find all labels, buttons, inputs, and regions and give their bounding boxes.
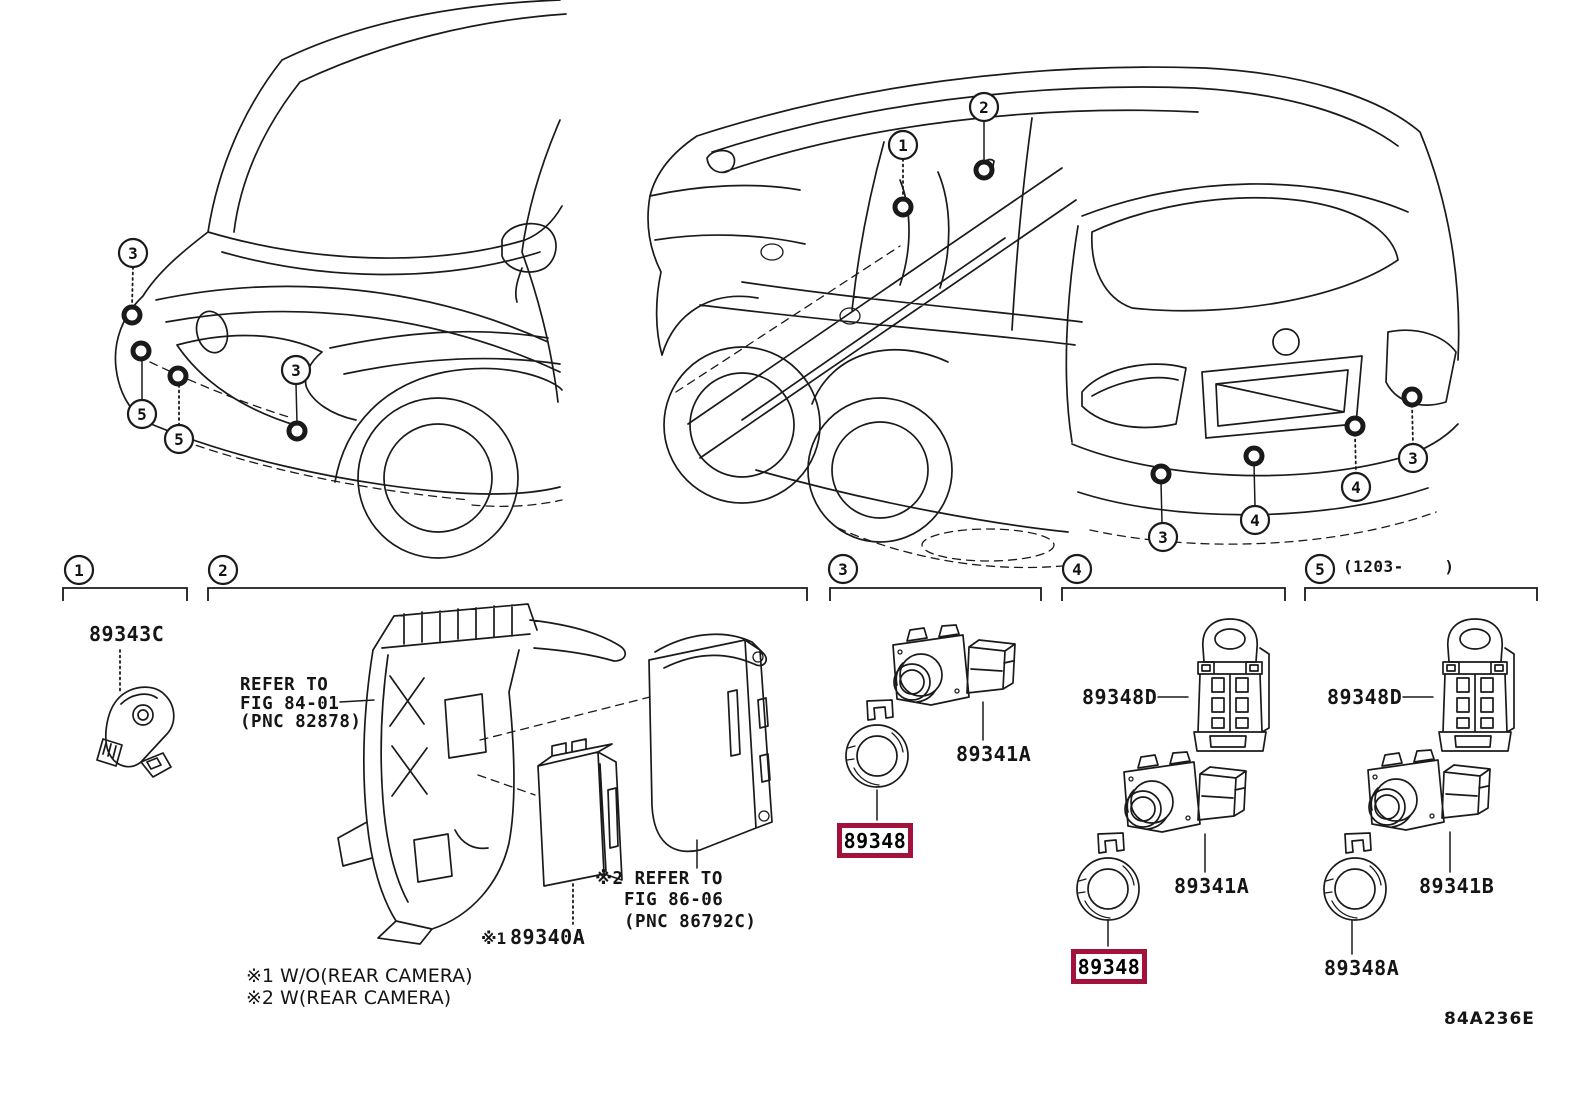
sensor-location-dot	[286, 420, 308, 442]
callout-number: 3	[1158, 528, 1168, 547]
part-number-89348D-corner: 89348D	[1327, 685, 1403, 709]
retainer-ring-drawing	[845, 699, 1387, 921]
sensor-89343c-drawing	[96, 686, 175, 778]
section-1-number: 1	[74, 561, 84, 580]
refer-note-fig86-line3: (PNC 86792C)	[624, 912, 757, 932]
section-3-number: 3	[838, 560, 848, 579]
callout-number: 3	[291, 361, 301, 380]
footnote-without-rear-camera: ※1 W/O(REAR CAMERA)	[246, 965, 473, 987]
callout-number: 1	[898, 136, 908, 155]
callout-circle	[968, 91, 1000, 123]
part-number-89348-rear: 89348	[1077, 954, 1141, 979]
section-header-circles	[63, 553, 1336, 586]
sonar-ecu-drawing	[537, 738, 623, 887]
callout-leader-line	[131, 266, 134, 307]
refer-note-fig86-line1: ※2 REFER TO	[595, 869, 723, 889]
section-5-number: 5	[1315, 560, 1325, 579]
rear-car-drawing	[647, 66, 1460, 569]
callout-circle	[163, 423, 195, 455]
section-4-number: 4	[1072, 560, 1082, 579]
junction-block-drawing	[337, 603, 627, 945]
highlighted-part-89348-rear[interactable]: 89348	[1071, 949, 1147, 984]
sensor-location-dot	[1344, 415, 1366, 437]
section-5-date-range: (1203- )	[1343, 557, 1455, 576]
part-number-89341A-rear: 89341A	[1174, 874, 1250, 898]
part-number-89341A-front: 89341A	[956, 742, 1032, 766]
callout-number: 5	[137, 405, 147, 424]
refer-note-fig84-line1: REFER TO	[240, 675, 329, 695]
figure-code: 84A236E	[1444, 1009, 1535, 1029]
part-number-89343C: 89343C	[89, 622, 165, 646]
section-range-brackets	[62, 587, 1538, 601]
callout-leader-line	[1160, 481, 1163, 524]
callout-circle	[1239, 504, 1271, 536]
sensor-location-dot	[1243, 445, 1265, 467]
rear-car-callouts	[887, 91, 1429, 553]
callout-number: 5	[174, 430, 184, 449]
callout-leader-line	[1253, 463, 1256, 507]
sensor-location-dot	[130, 340, 152, 362]
sensor-location-dot	[121, 304, 143, 326]
callout-leader-line	[295, 383, 298, 424]
part-number-89341B: 89341B	[1419, 874, 1495, 898]
part-number-89340A-prefix: ※1	[481, 929, 507, 948]
camera-ecu-drawing	[648, 633, 773, 853]
callout-leader-line	[1354, 433, 1357, 474]
highlighted-part-89348-front[interactable]: 89348	[837, 823, 913, 858]
sensor-location-dot	[167, 365, 189, 387]
sensor-location-dot	[973, 159, 995, 181]
callout-number: 4	[1351, 478, 1361, 497]
sensor-location-dot	[1150, 463, 1172, 485]
refer-note-fig86-line2: FIG 86-06	[624, 890, 724, 910]
callout-number: 4	[1250, 511, 1260, 530]
callout-circle	[887, 129, 919, 161]
sensor-location-dot	[1401, 386, 1423, 408]
callout-circle	[1397, 442, 1429, 474]
footnote-with-rear-camera: ※2 W(REAR CAMERA)	[246, 987, 452, 1009]
callout-number: 3	[128, 244, 138, 263]
front-car-drawing	[114, 0, 567, 559]
label-leader-lines	[119, 649, 1451, 955]
callout-circle	[1340, 471, 1372, 503]
callout-circle	[126, 398, 158, 430]
callout-circle	[280, 354, 312, 386]
callout-number: 2	[979, 98, 989, 117]
refer-note-fig84-line3: (PNC 82878)	[240, 712, 362, 732]
callout-circle	[117, 237, 149, 269]
part-number-89340A: 89340A	[510, 925, 586, 949]
callout-number: 3	[1408, 449, 1418, 468]
callout-circle	[1147, 521, 1179, 553]
callout-leader-line	[1411, 404, 1414, 445]
assembly-dashed-lines	[477, 696, 651, 796]
front-car-callouts	[117, 237, 312, 455]
section-2-number: 2	[218, 561, 228, 580]
part-number-89348-front: 89348	[843, 828, 907, 853]
part-number-89348A: 89348A	[1324, 956, 1400, 980]
refer-note-fig84-line2: FIG 84-01	[240, 694, 340, 714]
part-number-89348D-rear: 89348D	[1082, 685, 1158, 709]
sensor-location-dot	[892, 196, 914, 218]
